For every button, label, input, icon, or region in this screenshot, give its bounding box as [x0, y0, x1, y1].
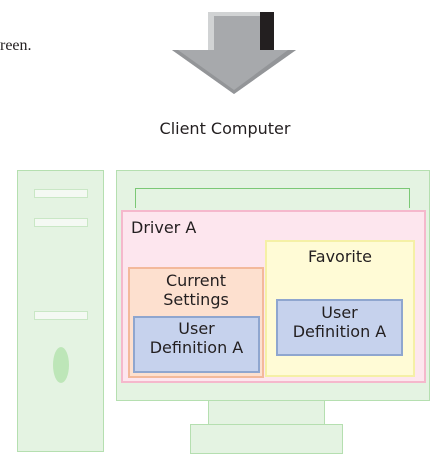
power-light: [53, 347, 69, 383]
computer-tower: [17, 170, 104, 452]
user-definition-a-box: [133, 316, 260, 373]
user-definition-a-box: [276, 299, 403, 356]
client-computer-label: Client Computer: [159, 119, 291, 138]
monitor-screen-outline: [135, 188, 410, 208]
drive-bay: [34, 218, 88, 227]
favorite-label: Favorite: [308, 247, 372, 266]
current-settings-label: Current Settings: [163, 271, 229, 309]
drive-bay: [34, 189, 88, 198]
down-arrow-icon: [172, 12, 296, 94]
monitor-base: [190, 424, 343, 454]
monitor-neck: [208, 401, 325, 425]
driver-a-label: Driver A: [131, 218, 197, 237]
drive-bay: [34, 311, 88, 320]
user-definition-a-label: User Definition A: [149, 319, 244, 357]
truncated-caption: reen.: [0, 37, 32, 54]
user-definition-a-label: User Definition A: [292, 303, 387, 341]
